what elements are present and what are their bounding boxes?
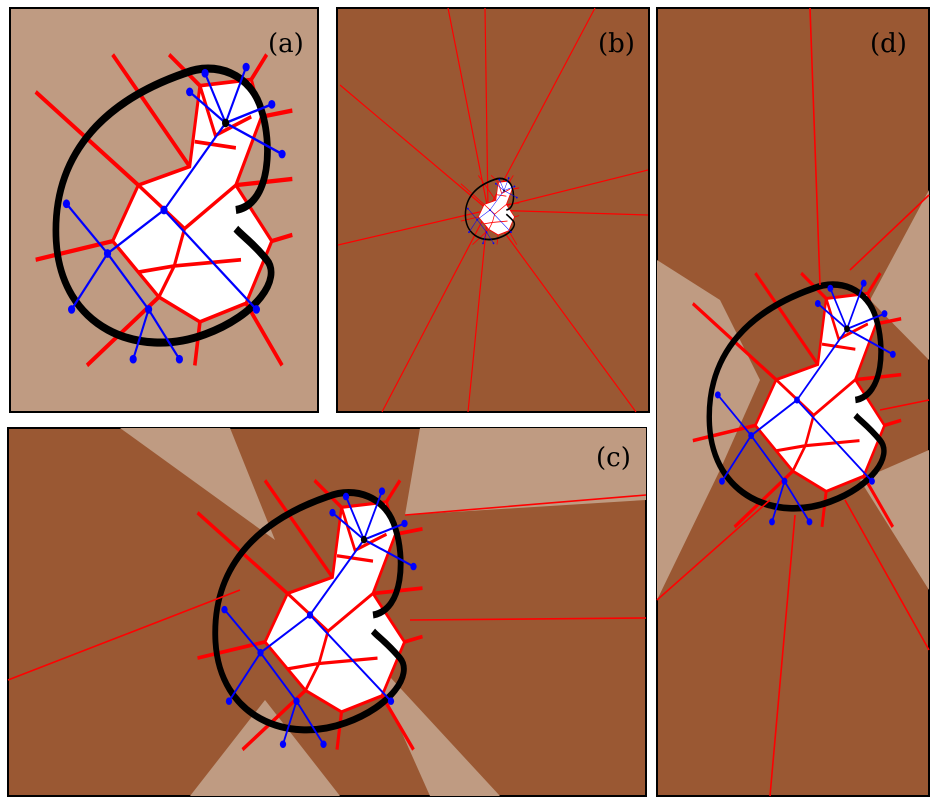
panel-label-a: (a) — [268, 29, 304, 59]
far-rays-b — [337, 7, 649, 413]
panel-label-c: (c) — [596, 443, 631, 473]
panel-b: (b) — [336, 7, 650, 413]
panel-label-d: (d) — [870, 29, 907, 59]
far-rays-d — [656, 7, 930, 797]
panel-label-b: (b) — [598, 29, 635, 59]
panel-d: (d) — [656, 7, 930, 797]
panel-a: (a) — [9, 7, 319, 413]
panel-c: (c) — [7, 427, 647, 797]
far-rays-c — [7, 494, 647, 681]
